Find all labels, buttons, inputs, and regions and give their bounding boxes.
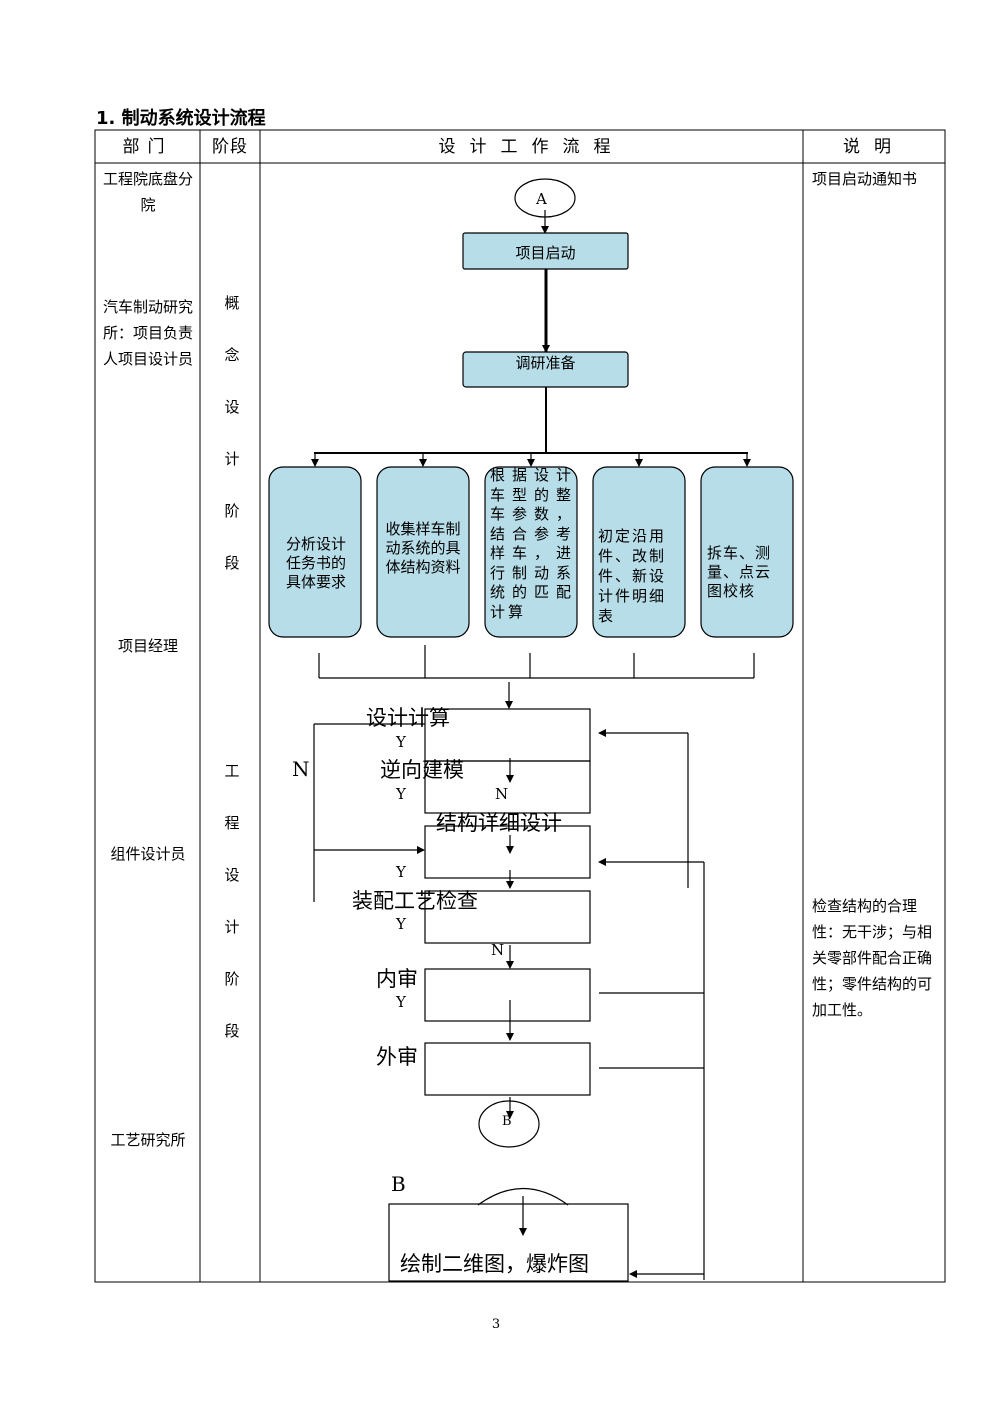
branch-label-3: 根据设计车型的整车参数，结合参考样车，进行制动系统的匹配计算	[490, 466, 574, 621]
connector-b-label: B	[502, 1114, 512, 1129]
branch-box-5	[700, 466, 794, 638]
header-flow: 设计工作流程	[438, 137, 625, 157]
dept-chassis: 工程院底盘分院	[102, 170, 193, 214]
yes-label-1: Y	[396, 733, 406, 751]
branch-label-2: 收集样车制动系统的具体结构资料	[385, 520, 461, 576]
stage-concept-3: 设	[224, 398, 240, 416]
page-number: 3	[491, 1317, 501, 1332]
final-box-label: 绘制二维图，爆炸图	[400, 1252, 589, 1276]
step-box-6	[424, 1042, 591, 1096]
step-label-2: 逆向建模	[380, 758, 464, 782]
yes-label-4: Y	[396, 915, 406, 933]
step-box-5	[424, 968, 591, 1022]
branch-box-1	[268, 466, 362, 638]
header-dept: 部门	[122, 137, 173, 157]
yes-label-2: Y	[396, 785, 406, 803]
table-grid	[94, 129, 946, 1283]
stage-eng-6: 段	[224, 1022, 240, 1040]
dept-brake-institute: 汽车制动研究所：项目负责人项目设计员	[102, 298, 193, 368]
no-label-left: N	[292, 757, 310, 781]
stage-concept-1: 概	[224, 294, 240, 312]
page-heading: 1. 制动系统设计流程	[96, 108, 266, 129]
branch-label-1: 分析设计任务书的具体要求	[285, 535, 346, 591]
dept-process-institute: 工艺研究所	[110, 1131, 186, 1149]
branch-box-3	[484, 466, 578, 638]
step-box-2	[424, 760, 591, 814]
stage-eng-2: 程	[224, 814, 240, 832]
dept-component-designer: 组件设计员	[110, 845, 186, 863]
connector-a-label: A	[536, 190, 547, 208]
connector-b-top-arc	[477, 1188, 569, 1206]
step-label-5: 内审	[376, 967, 418, 991]
no-label-4: N	[491, 941, 505, 959]
stage-concept-5: 阶	[224, 502, 240, 520]
research-box-label: 调研准备	[515, 354, 576, 372]
branch-label-4: 初定沿用件、改制件、新设计件明细表	[598, 527, 667, 625]
stage-eng-1: 工	[224, 762, 240, 780]
start-box-label: 项目启动	[515, 244, 576, 262]
step-box-4	[424, 890, 591, 944]
note-start: 项目启动通知书	[812, 170, 918, 188]
b-label: B	[391, 1172, 406, 1196]
yes-label-5: Y	[396, 993, 406, 1011]
stage-concept-2: 念	[224, 346, 240, 364]
dept-project-manager: 项目经理	[117, 637, 178, 655]
step-box-3	[424, 825, 591, 879]
branch-box-2	[376, 466, 470, 638]
no-label-2: N	[495, 785, 509, 803]
yes-label-3: Y	[396, 863, 406, 881]
branch-label-5: 拆车、测量、点云图校核	[707, 544, 772, 600]
stage-eng-4: 计	[224, 918, 240, 936]
stage-concept-4: 计	[224, 450, 240, 468]
branch-box-4	[592, 466, 686, 638]
step-label-3: 结构详细设计	[436, 811, 562, 835]
header-note: 说明	[843, 137, 905, 157]
stage-concept-6: 段	[224, 554, 240, 572]
header-stage: 阶段	[212, 137, 248, 157]
stage-eng-3: 设	[224, 866, 240, 884]
stage-eng-5: 阶	[224, 970, 240, 988]
note-check: 检查结构的合理性：无干涉；与相关零部件配合正确性；零件结构的可加工性。	[812, 897, 933, 1019]
connector-b-shape	[478, 1100, 540, 1148]
step-label-1: 设计计算	[366, 706, 450, 730]
step-label-6: 外审	[376, 1045, 418, 1069]
step-label-4: 装配工艺检查	[352, 889, 478, 913]
final-box-shape	[388, 1203, 629, 1282]
